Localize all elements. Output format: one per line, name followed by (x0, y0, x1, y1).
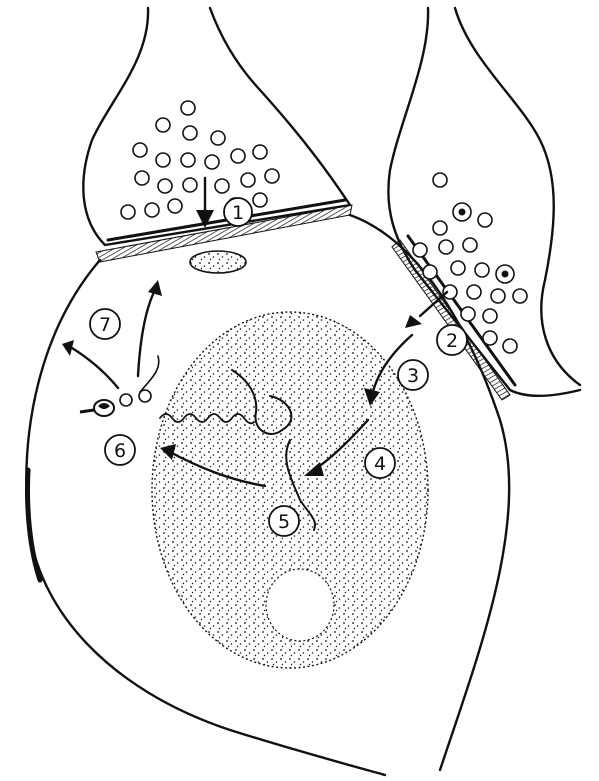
callout-6-text: 6 (114, 440, 126, 462)
callout-4-text: 4 (374, 453, 386, 475)
callout-2-text: 2 (446, 330, 458, 352)
callout-2: 2 (437, 325, 467, 355)
vesicles-right (413, 173, 527, 353)
callout-6: 6 (105, 435, 135, 465)
callout-3-text: 3 (407, 365, 419, 387)
receptor-patch (190, 251, 246, 273)
vesicles-top (121, 101, 279, 219)
callout-7-text: 7 (99, 314, 111, 336)
ribosome-cluster (80, 356, 159, 416)
callout-5: 5 (269, 506, 299, 536)
nucleolus (266, 569, 334, 641)
callout-7: 7 (90, 309, 120, 339)
arrow-7-left (62, 340, 118, 388)
callout-5-text: 5 (278, 511, 290, 533)
arrow-1 (196, 178, 214, 228)
callout-1-text: 1 (232, 202, 244, 224)
callout-4: 4 (365, 448, 395, 478)
callout-1: 1 (224, 198, 252, 226)
callout-3: 3 (398, 360, 428, 390)
